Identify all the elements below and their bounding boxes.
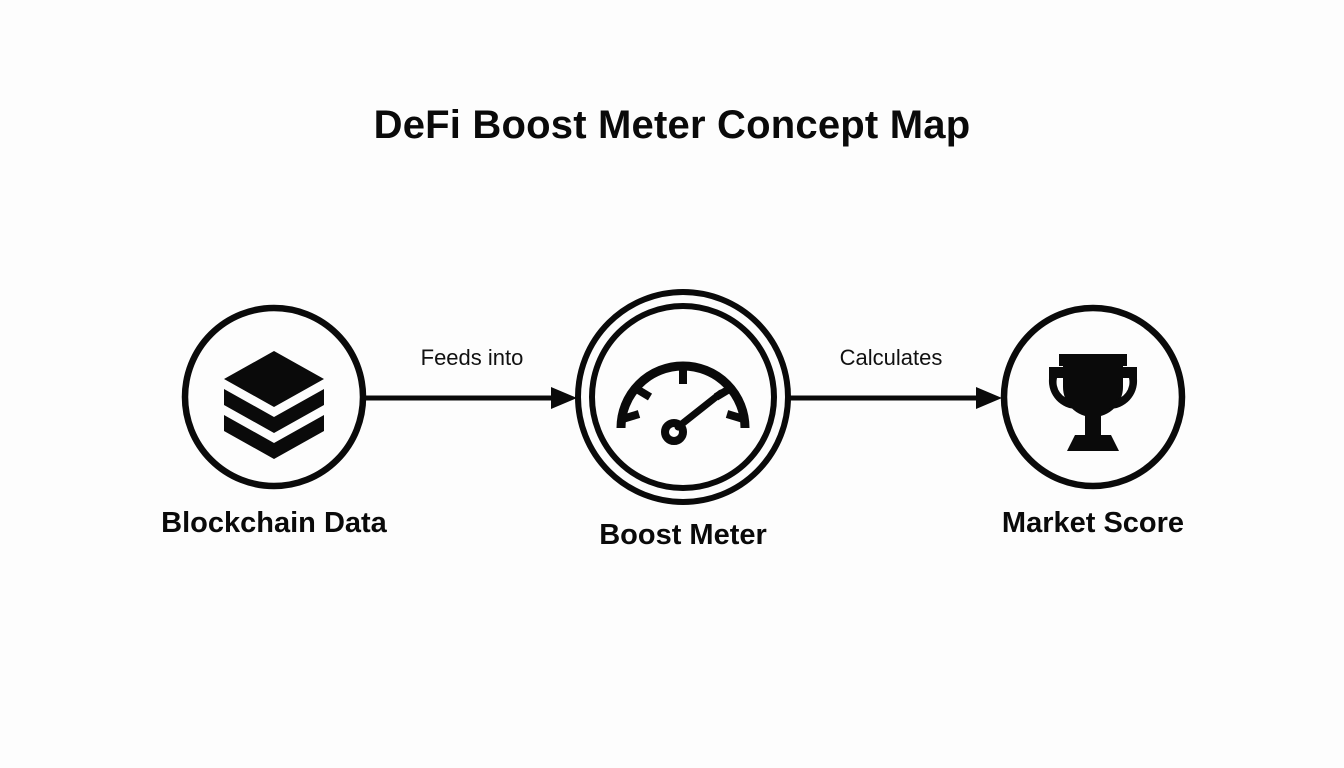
- node-blockchain-data-circle: [181, 304, 367, 490]
- node-label-blockchain-data: Blockchain Data: [161, 507, 387, 539]
- node-market-score-circle: [1000, 304, 1186, 490]
- arrow-feeds-into-icon: [365, 387, 577, 409]
- gauge-icon: [616, 361, 750, 445]
- node-label-market-score: Market Score: [1001, 507, 1185, 539]
- node-boost-meter[interactable]: Boost Meter: [573, 287, 793, 551]
- edge-label-feeds-into: Feeds into: [420, 345, 524, 370]
- node-label-boost-meter: Boost Meter: [599, 519, 767, 551]
- arrow-calculates-icon: [790, 387, 1002, 409]
- node-boost-meter-circle: [575, 289, 791, 505]
- edge-calculates: [788, 378, 1006, 418]
- node-blockchain-data[interactable]: Blockchain Data: [161, 301, 387, 539]
- edge-feeds-into: [363, 378, 581, 418]
- edge-label-calculates: Calculates: [839, 345, 943, 370]
- node-market-score[interactable]: Market Score: [997, 301, 1189, 539]
- stacked-layers-icon: [224, 351, 324, 459]
- trophy-icon: [1048, 354, 1138, 451]
- page-title: DeFi Boost Meter Concept Map: [373, 103, 971, 147]
